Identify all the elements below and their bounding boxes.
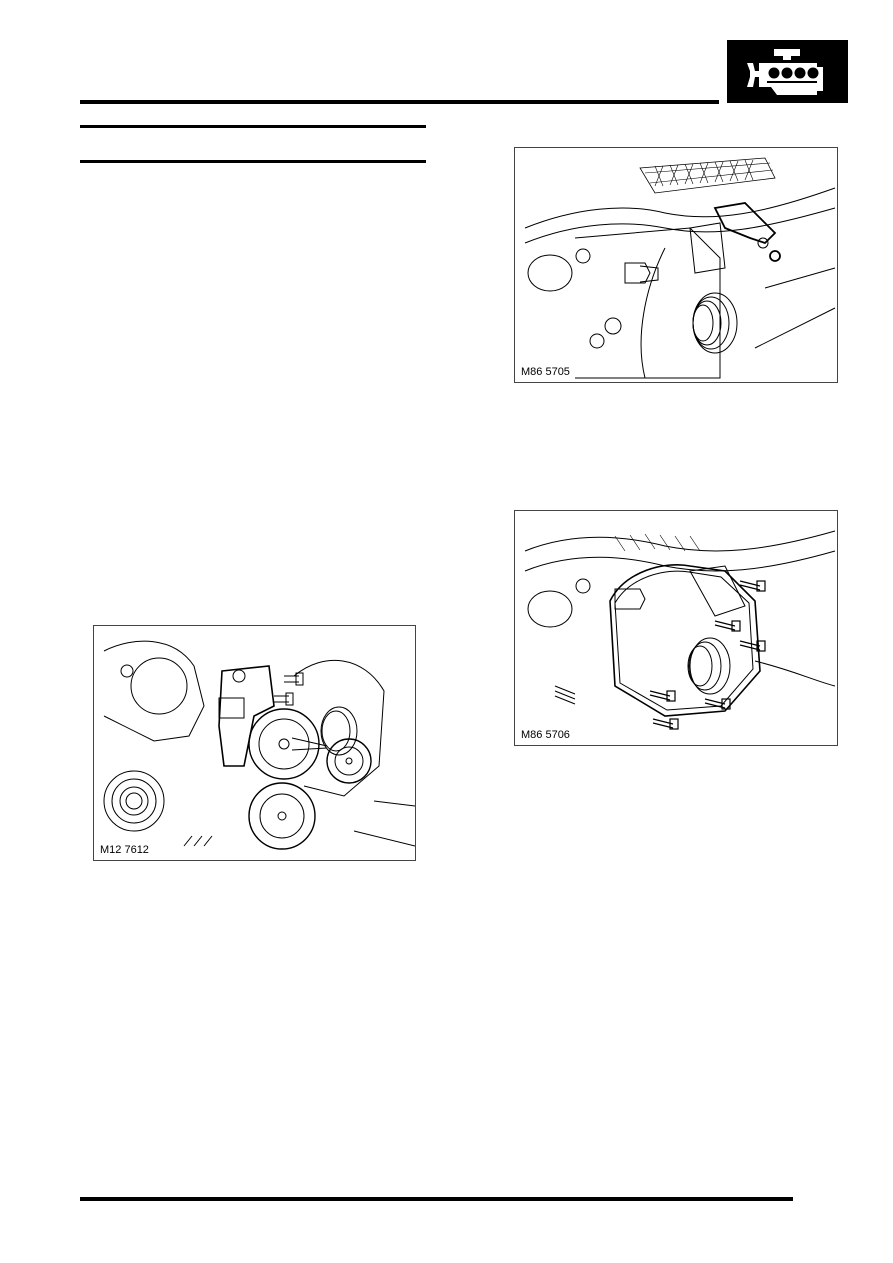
alternator-harness-illustration — [524, 157, 836, 379]
belt-tensioner-illustration — [103, 640, 415, 850]
alternator-bolts-illustration — [524, 530, 836, 730]
figure-label: M12 7612 — [98, 844, 151, 857]
figure-label: M86 5705 — [519, 366, 572, 379]
figure-label: M86 5706 — [519, 729, 572, 742]
engine-icon — [746, 48, 823, 95]
section-heading-rule-bottom — [80, 160, 426, 163]
figure-alternator-harness: M86 5705 — [514, 147, 838, 383]
figure-alternator-bolts: M86 5706 — [514, 510, 838, 746]
footer-rule — [80, 1197, 793, 1201]
header-rule — [80, 100, 719, 104]
section-badge — [727, 40, 848, 103]
figure-belt-tensioner: M12 7612 — [93, 625, 416, 861]
section-heading-rule-top — [80, 125, 426, 128]
